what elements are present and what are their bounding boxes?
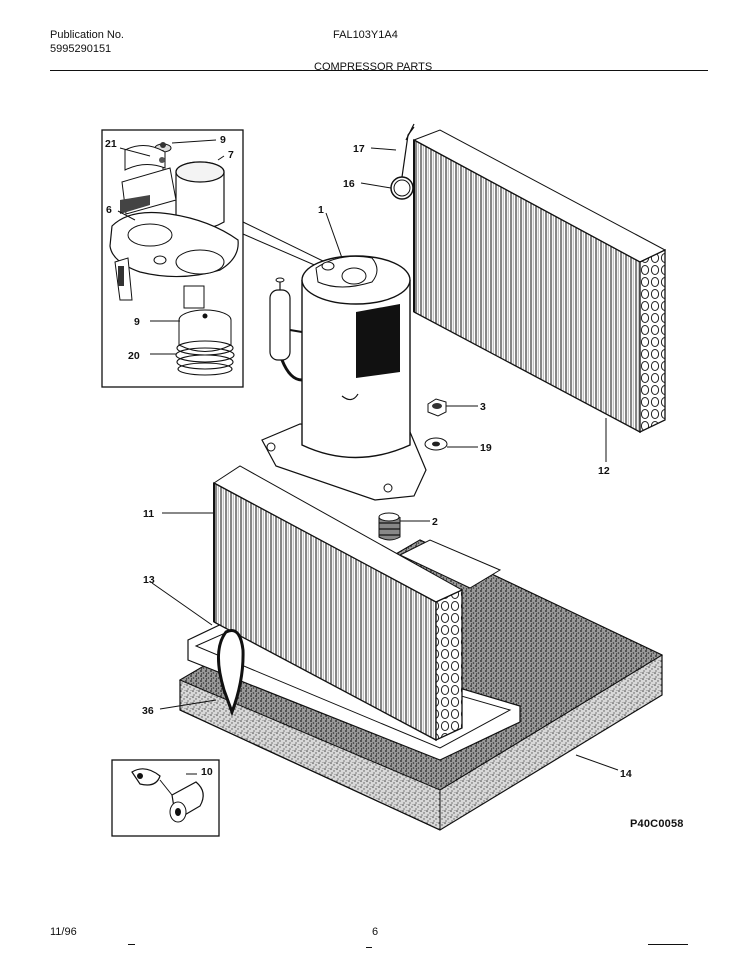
- publication-label: Publication No.: [50, 29, 124, 41]
- callout-12: 12: [598, 465, 610, 477]
- detail-inset: [101, 129, 327, 388]
- publication-number: 5995290151: [50, 43, 112, 55]
- footer-mark-left: [128, 944, 135, 945]
- callout-11: 11: [143, 508, 154, 520]
- callout-9-upper: 9: [220, 134, 226, 146]
- callout-6: 6: [106, 204, 112, 216]
- footer-date: 11/96: [50, 926, 77, 938]
- footer-page: 6: [372, 926, 379, 938]
- evaporator-coil: [187, 465, 521, 761]
- callout-7: 7: [228, 149, 234, 161]
- callout-3: 3: [480, 401, 486, 413]
- callout-14: 14: [620, 768, 632, 780]
- callout-36: 36: [142, 705, 154, 717]
- callout-2: 2: [432, 516, 438, 528]
- compressor: [261, 255, 427, 501]
- diagram-code: P40C0058: [630, 818, 684, 830]
- callout-16: 16: [343, 178, 355, 190]
- callout-19: 19: [480, 442, 492, 454]
- footer-mark-center: [366, 947, 372, 948]
- callout-10: 10: [201, 766, 213, 778]
- callout-13: 13: [143, 574, 155, 586]
- hardware-parts: [378, 398, 448, 541]
- model-number: FAL103Y1A4: [333, 29, 398, 41]
- callout-21: 21: [105, 138, 117, 150]
- callout-20: 20: [128, 350, 140, 362]
- callout-9-lower: 9: [134, 316, 140, 328]
- callout-1: 1: [318, 204, 324, 216]
- header-rule: [50, 70, 708, 71]
- condenser-coil: [390, 123, 667, 434]
- leader-lines: [151, 147, 619, 771]
- callout-17: 17: [353, 143, 365, 155]
- part-10-inset: [111, 759, 220, 837]
- footer-rule-right: [648, 944, 688, 945]
